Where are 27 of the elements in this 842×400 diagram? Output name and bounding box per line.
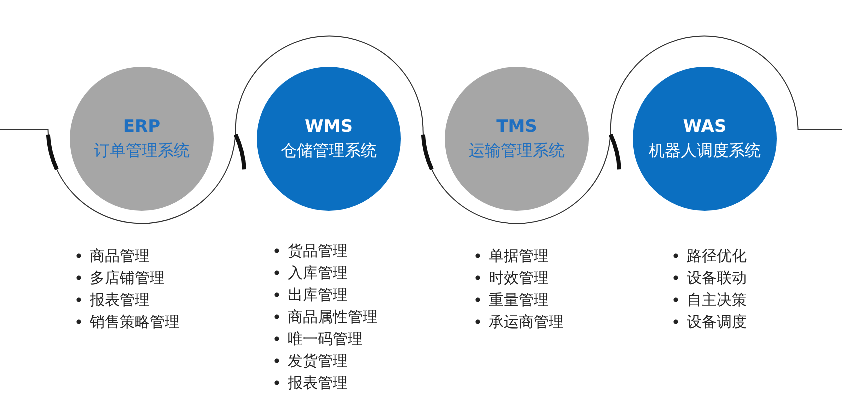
- bullet-item: 多店铺管理: [76, 268, 165, 288]
- bullet-item: 承运商管理: [475, 312, 564, 332]
- bullet-item: 商品属性管理: [274, 307, 378, 327]
- bullet-item: 入库管理: [274, 263, 348, 283]
- system-name: 仓储管理系统: [281, 140, 377, 162]
- bullet-item: 自主决策: [673, 290, 747, 310]
- system-acronym: TMS: [496, 116, 538, 139]
- bullet-item: 报表管理: [76, 290, 150, 310]
- system-acronym: WAS: [683, 116, 727, 139]
- bullet-item: 出库管理: [274, 285, 348, 305]
- bullet-item: 时效管理: [475, 268, 549, 288]
- bullet-item: 报表管理: [274, 373, 348, 393]
- bullet-item: 销售策略管理: [76, 312, 180, 332]
- system-name: 运输管理系统: [469, 140, 565, 162]
- bullet-item: 设备联动: [673, 268, 747, 288]
- bullet-item: 商品管理: [76, 246, 150, 266]
- system-acronym: WMS: [305, 116, 353, 139]
- bullet-item: 货品管理: [274, 241, 348, 261]
- bullet-item: 设备调度: [673, 312, 747, 332]
- system-name: 订单管理系统: [94, 140, 190, 162]
- bullet-item: 重量管理: [475, 290, 549, 310]
- system-name: 机器人调度系统: [649, 140, 761, 162]
- system-acronym: ERP: [123, 116, 161, 139]
- bullet-item: 唯一码管理: [274, 329, 363, 349]
- bullet-item: 发货管理: [274, 351, 348, 371]
- bullet-item: 单据管理: [475, 246, 549, 266]
- bullet-item: 路径优化: [673, 246, 747, 266]
